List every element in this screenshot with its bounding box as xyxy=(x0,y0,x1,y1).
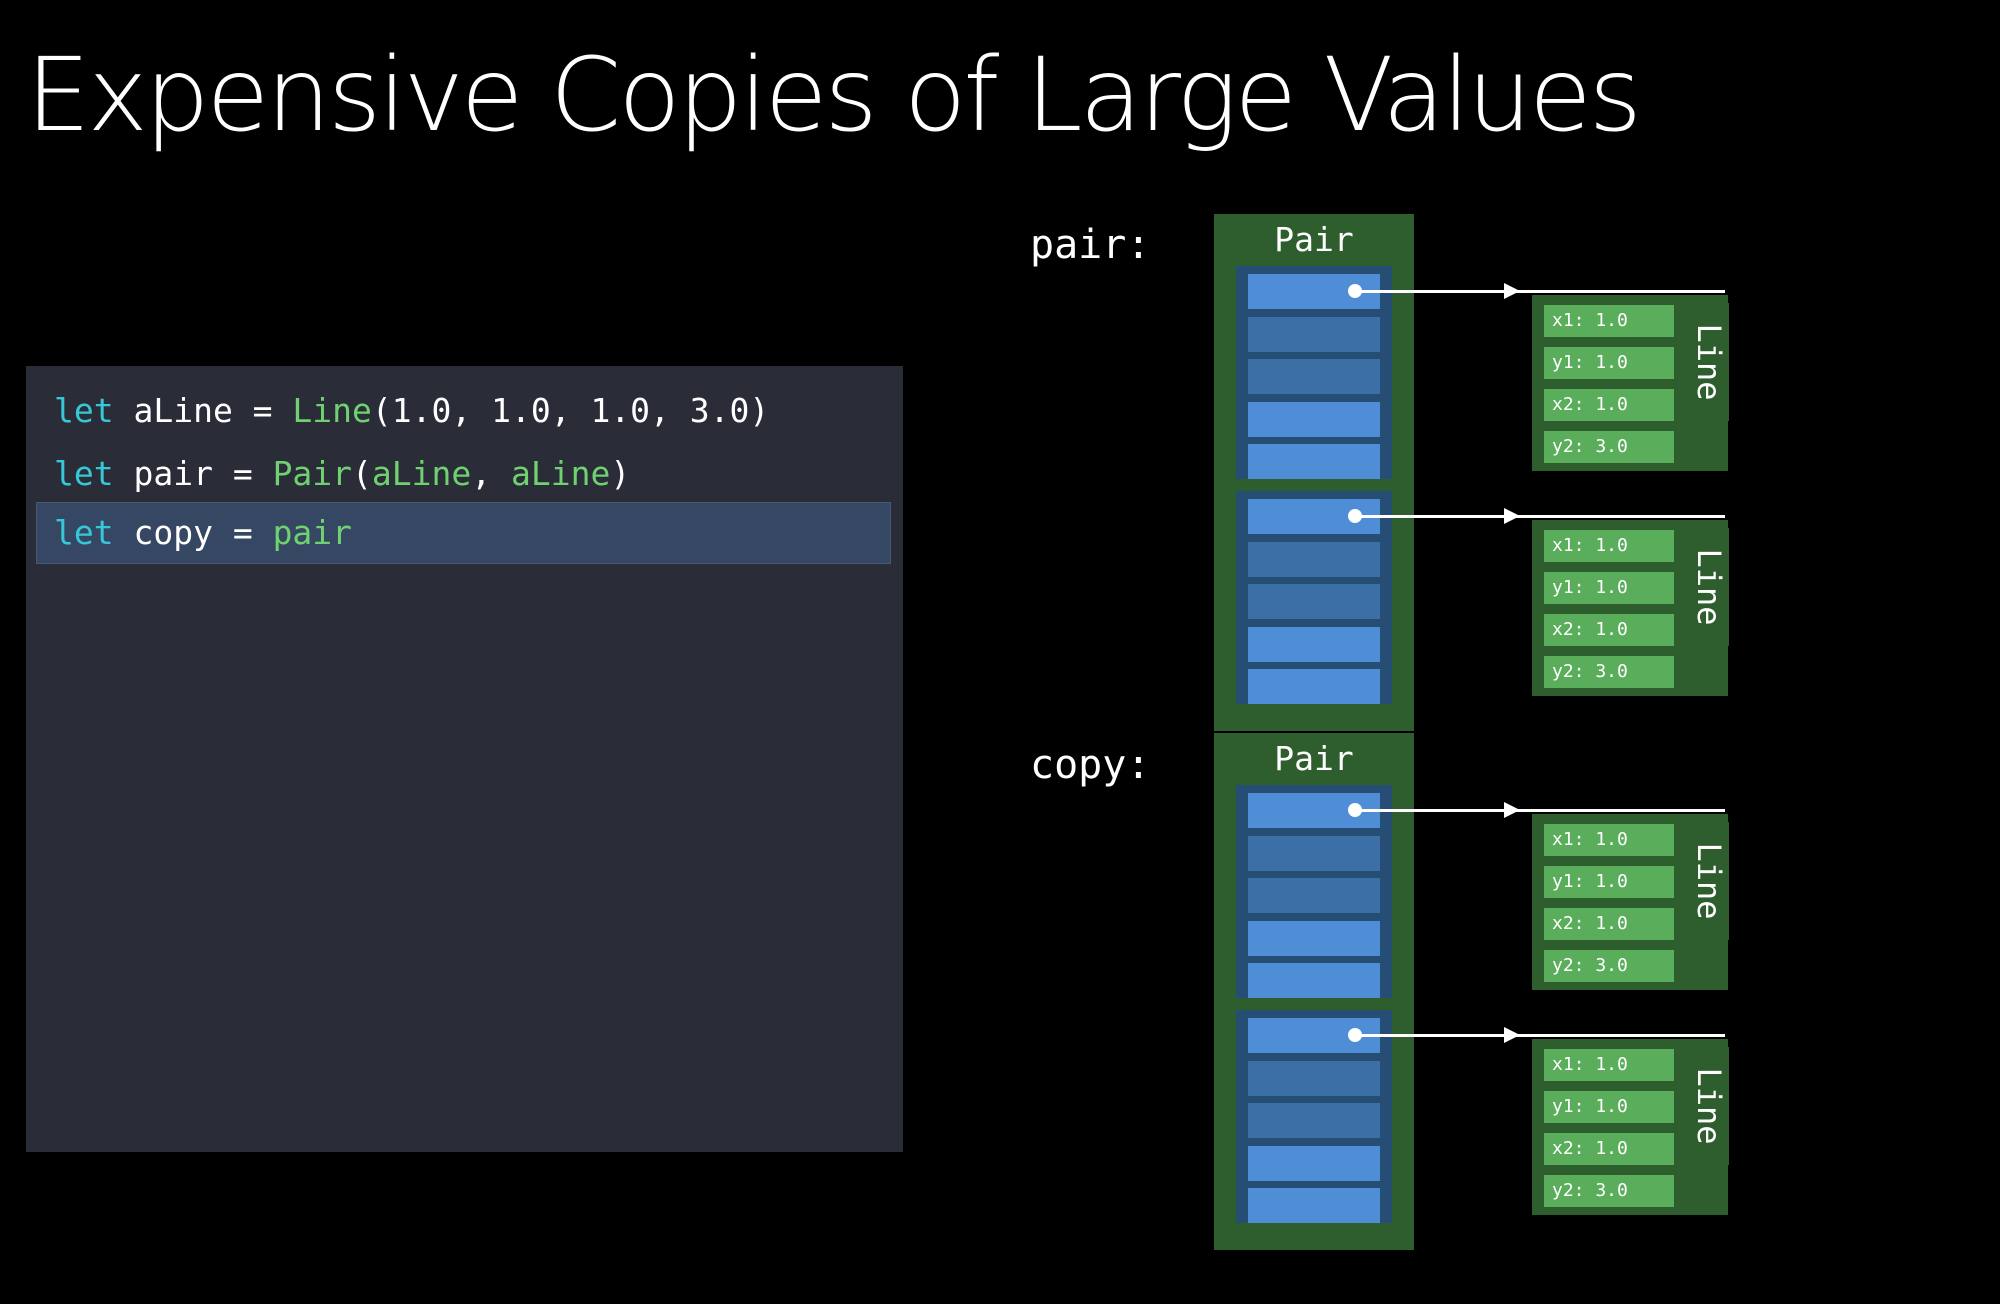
code-line-2: let pair = Pair(aLine, aLine) xyxy=(26,443,903,505)
line-field: x1: 1.0 xyxy=(1544,824,1674,856)
line-field: x2: 1.0 xyxy=(1544,908,1674,940)
storage-slot xyxy=(1248,584,1380,619)
arrow-head-icon xyxy=(1504,283,1520,299)
keyword-let: let xyxy=(54,391,114,430)
pair-variable-label: pair: xyxy=(1030,222,1151,268)
pair-struct-box: Pair xyxy=(1214,733,1414,1250)
pointer-arrow-line xyxy=(1355,515,1725,518)
storage-slot xyxy=(1248,401,1380,437)
code-identifier: aLine = xyxy=(113,391,293,430)
pointer-arrow-line xyxy=(1355,290,1725,293)
line-field: y1: 1.0 xyxy=(1544,1091,1674,1123)
line-field: x2: 1.0 xyxy=(1544,1133,1674,1165)
storage-slot xyxy=(1248,1060,1380,1096)
line-struct-tab: Line xyxy=(1689,528,1729,646)
line-field: x2: 1.0 xyxy=(1544,389,1674,421)
line-field: x1: 1.0 xyxy=(1544,530,1674,562)
code-line-1: let aLine = Line(1.0, 1.0, 1.0, 3.0) xyxy=(26,380,903,442)
storage-slot xyxy=(1248,1103,1380,1138)
line-struct-tab: Line xyxy=(1689,1047,1729,1165)
storage-slot xyxy=(1248,316,1380,352)
line-field: x2: 1.0 xyxy=(1544,614,1674,646)
storage-slot xyxy=(1248,920,1380,956)
line-struct-title: Line xyxy=(1690,842,1728,920)
line-field: y1: 1.0 xyxy=(1544,866,1674,898)
line-field: y2: 3.0 xyxy=(1544,950,1674,982)
storage-slot xyxy=(1248,1145,1380,1181)
code-editor-panel: let aLine = Line(1.0, 1.0, 1.0, 3.0) let… xyxy=(26,366,903,1152)
arrow-head-icon xyxy=(1504,1027,1520,1043)
storage-slot xyxy=(1248,359,1380,394)
storage-slot xyxy=(1248,1188,1380,1223)
slide-title: Expensive Copies of Large Values xyxy=(26,36,1642,155)
line-field: y1: 1.0 xyxy=(1544,572,1674,604)
storage-slot xyxy=(1248,878,1380,913)
code-separator: , xyxy=(471,454,512,493)
code-arg-aline: aLine xyxy=(511,454,611,493)
keyword-let: let xyxy=(54,454,114,493)
pair-struct-title: Pair xyxy=(1274,220,1354,259)
storage-slot xyxy=(1248,963,1380,998)
code-type-pair: Pair xyxy=(272,454,353,493)
line-field: x1: 1.0 xyxy=(1544,305,1674,337)
storage-slot xyxy=(1248,541,1380,577)
pair-field-column xyxy=(1236,1010,1392,1223)
code-paren-open: ( xyxy=(352,454,372,493)
code-arguments: (1.0, 1.0, 1.0, 3.0) xyxy=(371,391,770,430)
arrow-head-icon xyxy=(1504,508,1520,524)
line-field: y2: 3.0 xyxy=(1544,1175,1674,1207)
pair-field-column xyxy=(1236,785,1392,998)
line-struct-tab: Line xyxy=(1689,822,1729,940)
line-field: y2: 3.0 xyxy=(1544,431,1674,463)
pointer-arrow-line xyxy=(1355,809,1725,812)
code-line-3-highlighted: let copy = pair xyxy=(36,502,891,564)
keyword-let: let xyxy=(54,513,114,552)
line-field: y1: 1.0 xyxy=(1544,347,1674,379)
storage-slot xyxy=(1248,835,1380,871)
storage-slot xyxy=(1248,444,1380,479)
storage-slot xyxy=(1248,626,1380,662)
pair-field-column xyxy=(1236,491,1392,704)
pair-field-column xyxy=(1236,266,1392,479)
code-ref-pair: pair xyxy=(272,513,353,552)
line-struct-title: Line xyxy=(1690,548,1728,626)
storage-slot xyxy=(1248,669,1380,704)
line-field: x1: 1.0 xyxy=(1544,1049,1674,1081)
code-arg-aline: aLine xyxy=(371,454,472,493)
code-type-line: Line xyxy=(292,391,372,430)
line-field: y2: 3.0 xyxy=(1544,656,1674,688)
line-struct-title: Line xyxy=(1690,1067,1728,1145)
pair-struct-title: Pair xyxy=(1274,739,1354,778)
copy-variable-label: copy: xyxy=(1030,742,1151,788)
code-paren-close: ) xyxy=(610,454,631,493)
pointer-arrow-line xyxy=(1355,1034,1725,1037)
code-identifier: pair = xyxy=(113,454,273,493)
arrow-head-icon xyxy=(1504,802,1520,818)
line-struct-title: Line xyxy=(1690,323,1728,401)
line-struct-tab: Line xyxy=(1689,303,1729,421)
code-identifier: copy = xyxy=(113,513,273,552)
pair-struct-box: Pair xyxy=(1214,214,1414,731)
